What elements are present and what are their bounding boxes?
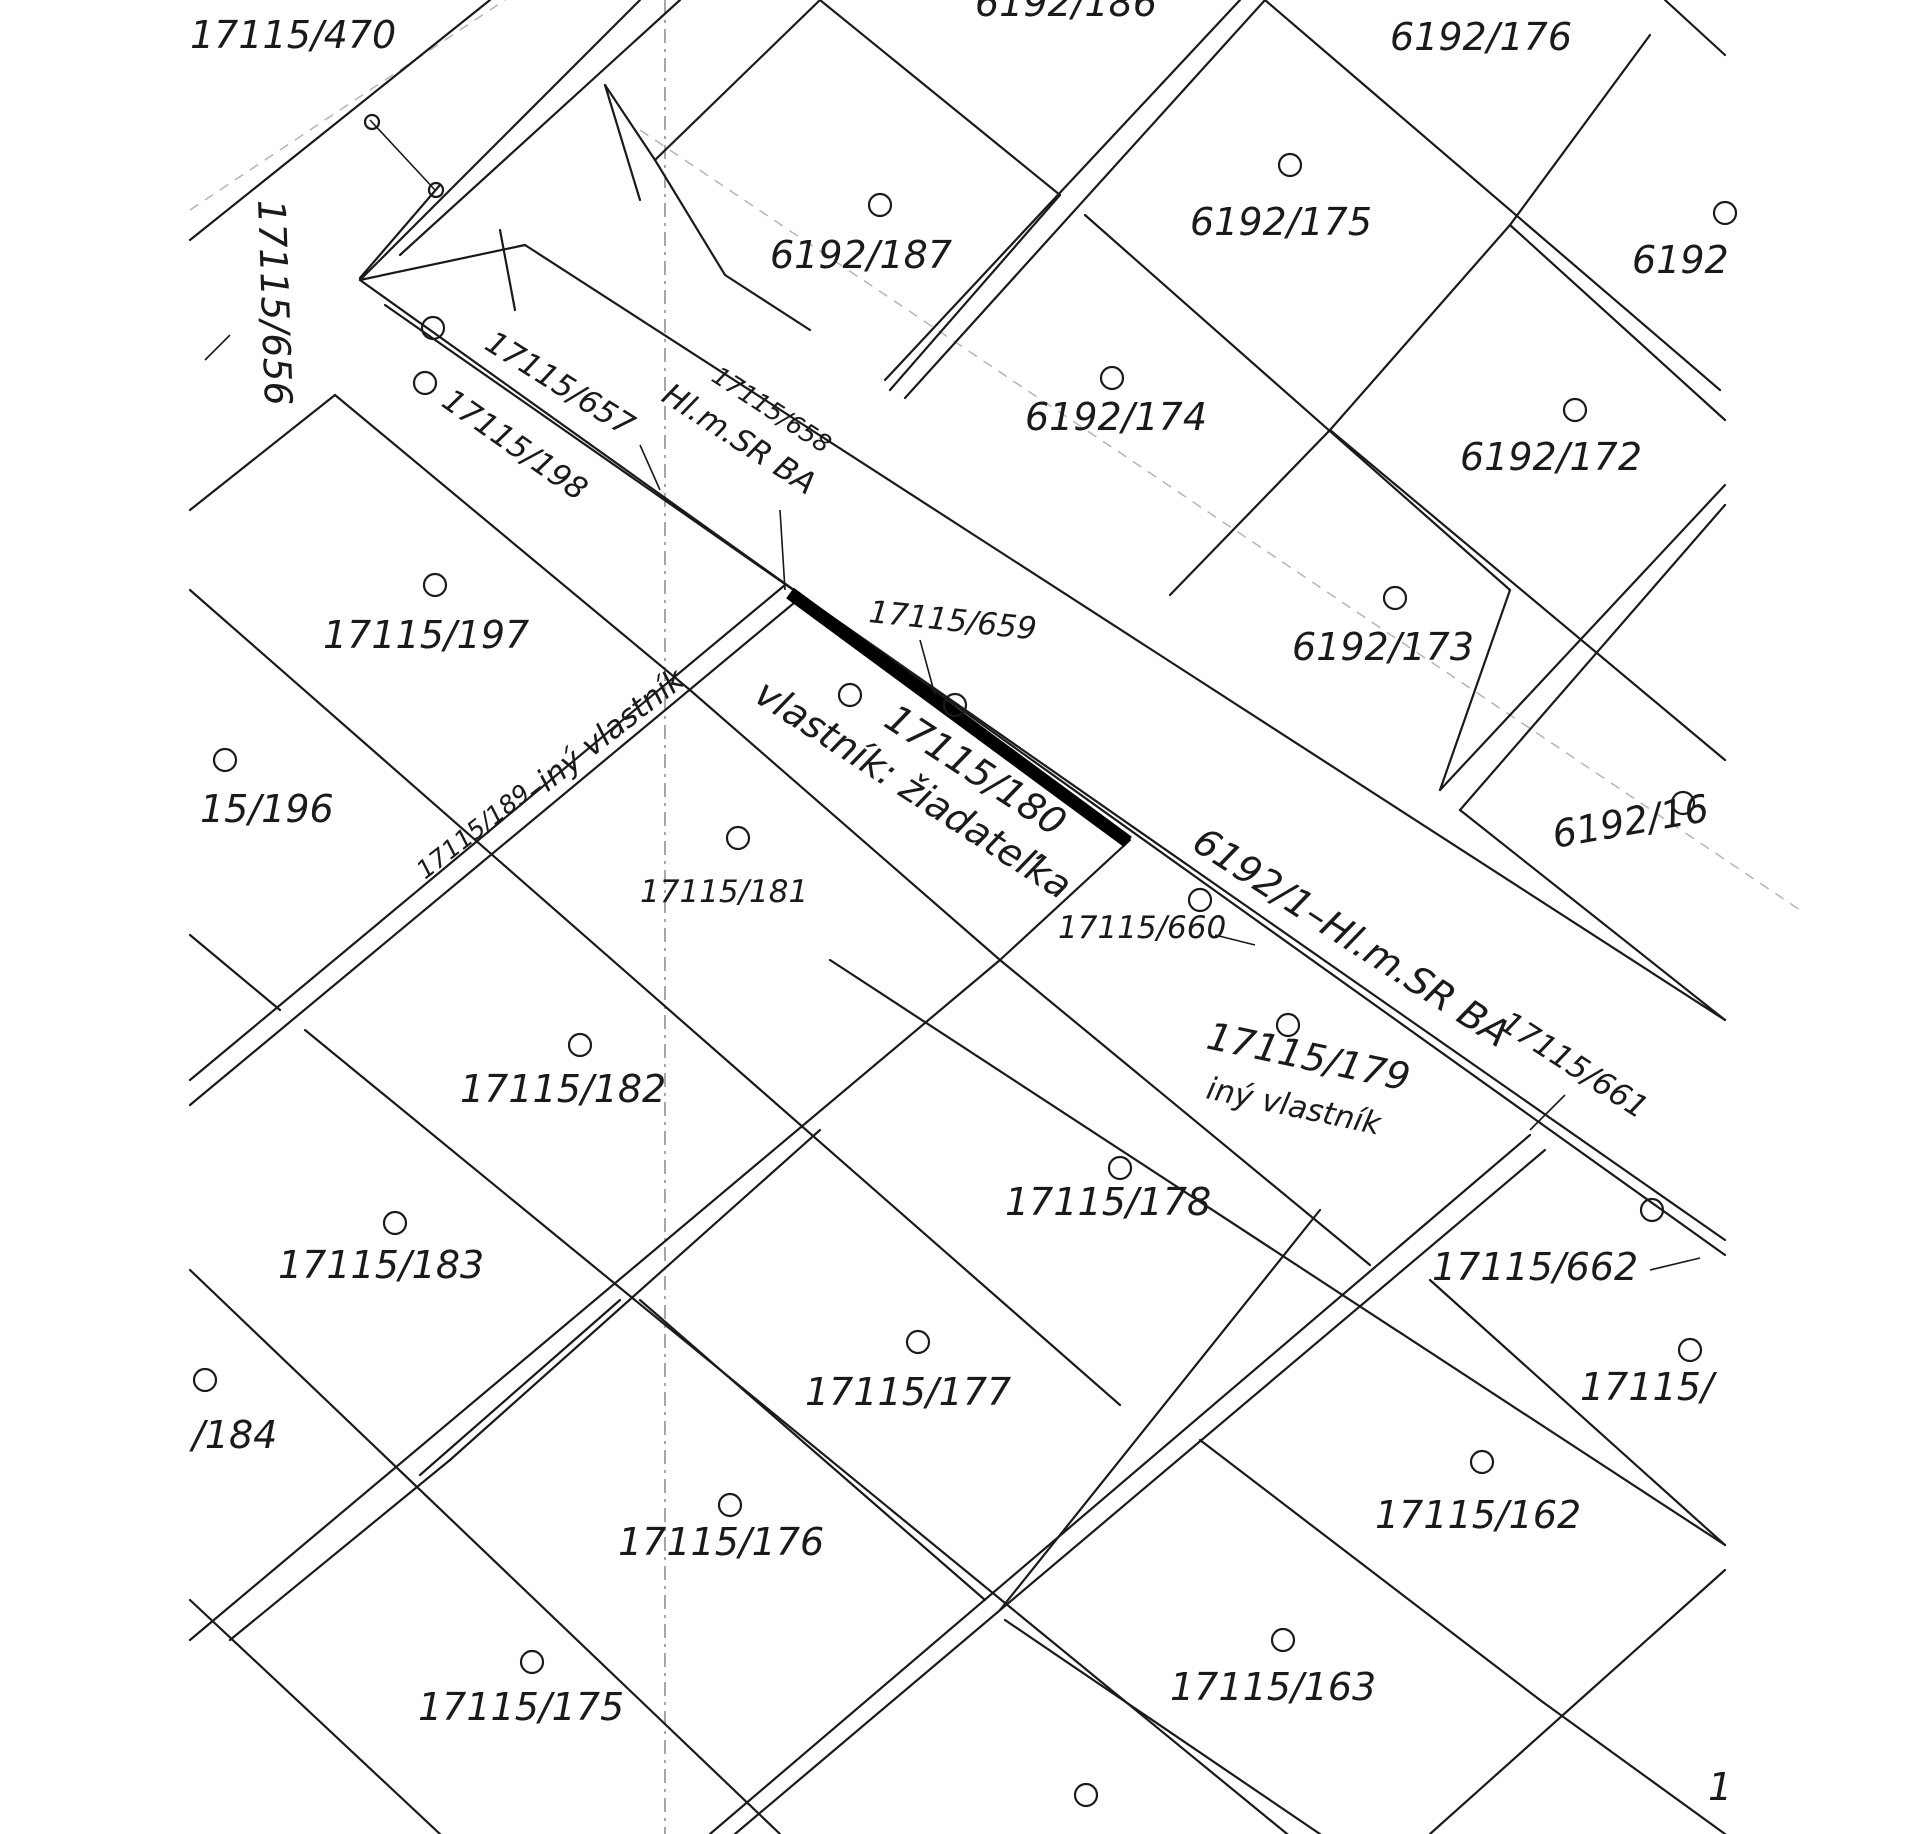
parcel-point-symbols xyxy=(192,152,1738,1808)
parcel-label: /184 xyxy=(189,1413,277,1457)
parcel-label: 6192/174 xyxy=(1025,395,1207,439)
parcel-boundaries xyxy=(188,0,1727,1834)
construction-lines xyxy=(189,0,1801,1834)
parcel-label: 17115/659 xyxy=(867,594,1038,647)
parcel-label: 17115/178 xyxy=(1005,1180,1211,1224)
parcel-label: 6192/173 xyxy=(1292,625,1474,669)
parcel-label: 17115/162 xyxy=(1375,1493,1581,1537)
parcel-label: 17115/470 xyxy=(190,13,396,57)
leader-arrows xyxy=(204,334,1701,1271)
parcel-label: 6192/187 xyxy=(770,233,952,277)
parcel-label: 1 xyxy=(1708,1765,1732,1809)
parcel-label: 6192/176 xyxy=(1390,15,1572,59)
parcel-label: 17115/662 xyxy=(1432,1245,1638,1289)
parcel-label: 17115/175 xyxy=(418,1685,624,1729)
parcel-label: 6192/186 xyxy=(975,0,1157,25)
parcel-labels: 17115/470 6192/186 6192/176 6192/187 619… xyxy=(189,0,1732,1809)
parcel-label: 6192/175 xyxy=(1190,200,1372,244)
faint-line xyxy=(189,0,507,211)
parcel-label: 17115/182 xyxy=(460,1067,666,1111)
parcel-label: 6192 xyxy=(1632,238,1729,282)
parcel-label: 15/196 xyxy=(200,787,334,831)
parcel-label: 17115/176 xyxy=(618,1520,824,1564)
parcel-label: 17115/177 xyxy=(805,1370,1011,1414)
highlighted-boundary xyxy=(786,587,1132,848)
parcel-label: 17115/660 xyxy=(1058,910,1226,946)
parcel-label: 17115/ xyxy=(1580,1365,1718,1409)
parcel-label: 17115/656 xyxy=(249,199,300,407)
parcel-label: 17115/163 xyxy=(1170,1665,1376,1709)
parcel-label: 17115/181 xyxy=(640,874,808,910)
parcel-label: 17115/197 xyxy=(323,613,529,657)
owner-annotation: –iný vlastník xyxy=(518,661,693,808)
parcel-label: 17115/183 xyxy=(278,1243,484,1287)
parcel-label: 6192/172 xyxy=(1460,435,1642,479)
